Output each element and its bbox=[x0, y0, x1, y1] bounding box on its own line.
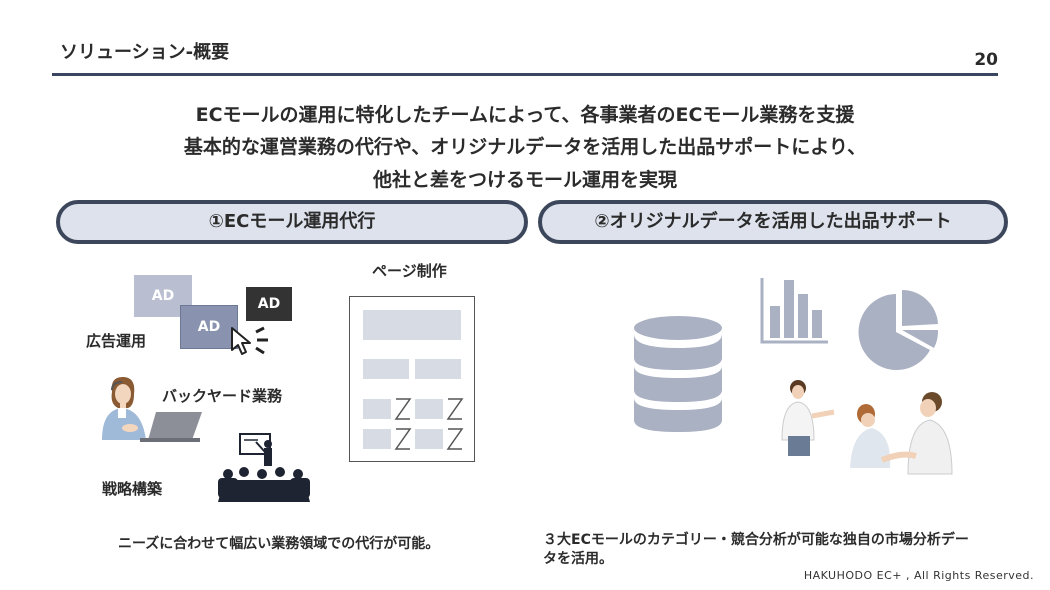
left-footnote: ニーズに合わせて幅広い業務領域での代行が可能。 bbox=[118, 536, 440, 552]
ad-tile-blue: AD bbox=[180, 305, 238, 349]
label-ads: 広告運用 bbox=[86, 332, 147, 350]
lead-line-2: 基本的な運営業務の代行や、オリジナルデータを活用した出品サポートにより、 bbox=[183, 136, 867, 158]
database-icon bbox=[634, 316, 722, 432]
meeting-presentation-icon bbox=[218, 433, 310, 502]
label-backyard: バックヤード業務 bbox=[162, 387, 283, 405]
header-divider bbox=[52, 73, 998, 76]
page-title: ソリューション-概要 bbox=[60, 42, 230, 63]
copyright: HAKUHODO EC+ , All Rights Reserved. bbox=[803, 569, 1034, 582]
lead-line-1: ECモールの運用に特化したチームによって、各事業者のECモール業務を支援 bbox=[195, 104, 855, 126]
page-mockup-icon bbox=[349, 296, 475, 462]
team-meeting-icon bbox=[781, 380, 953, 475]
cursor-icon bbox=[231, 326, 268, 355]
ad-tile-dark: AD bbox=[246, 287, 292, 321]
section-heading-right: ②オリジナルデータを活用した出品サポート bbox=[538, 200, 1008, 244]
section-heading-left: ①ECモール運用代行 bbox=[56, 200, 528, 244]
pie-chart-icon bbox=[858, 290, 939, 370]
person-laptop-icon bbox=[102, 376, 202, 442]
label-strategy: 戦略構築 bbox=[102, 480, 163, 498]
label-page: ページ制作 bbox=[372, 262, 447, 280]
right-footnote-line1: ３大ECモールのカテゴリー・競合分析が可能な独自の市場分析デー bbox=[543, 532, 969, 548]
lead-line-3: 他社と差をつけるモール運用を実現 bbox=[372, 169, 677, 191]
bar-chart-icon bbox=[760, 278, 828, 344]
right-footnote-line2: タを活用。 bbox=[543, 551, 613, 567]
ad-tile-light: AD bbox=[134, 275, 192, 317]
page-number: 20 bbox=[974, 50, 998, 70]
